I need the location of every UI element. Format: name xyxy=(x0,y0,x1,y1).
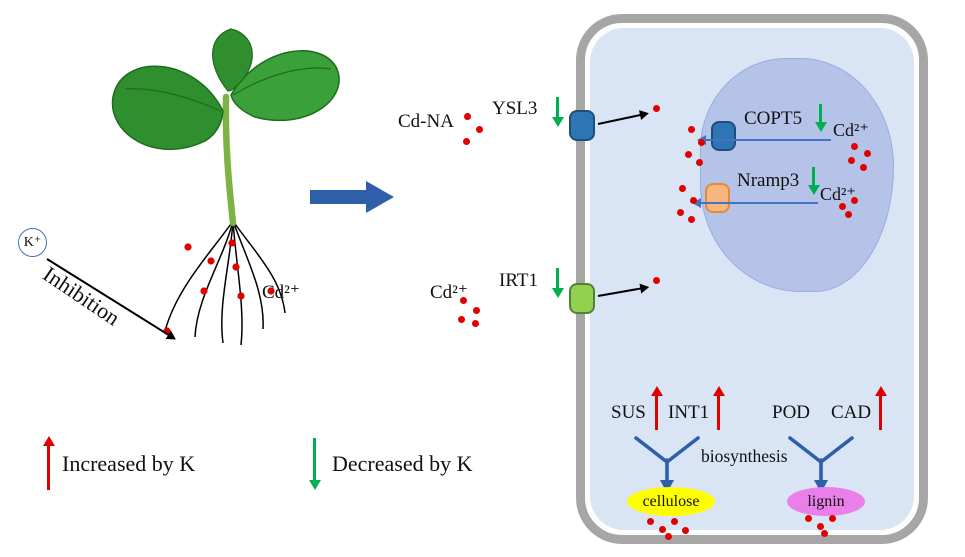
irt1-label: IRT1 xyxy=(499,270,538,291)
irt1-transporter xyxy=(569,283,595,314)
irt1-decrease-arrow-icon xyxy=(551,268,564,298)
legend-increased-label: Increased by K xyxy=(62,451,196,476)
nramp3-transporter xyxy=(705,183,730,213)
cd-ion-root-label: Cd²⁺ xyxy=(262,282,300,303)
biosynthesis-label: biosynthesis xyxy=(701,446,788,466)
cd-ion-dot xyxy=(696,159,703,166)
legend-decreased-arrow-icon xyxy=(308,438,321,490)
cd-ion-dot xyxy=(821,530,828,537)
int1-increase-arrow-icon xyxy=(712,386,725,430)
cd-ion-dot xyxy=(685,151,692,158)
leaf-top xyxy=(212,28,253,92)
cd-ion-dot xyxy=(860,164,867,171)
plant-illustration xyxy=(111,28,340,346)
cd-ion-dot xyxy=(458,316,465,323)
cd-ion-dot xyxy=(460,297,467,304)
lignin-badge: lignin xyxy=(787,487,865,516)
nramp3-decrease-arrow-icon xyxy=(807,167,820,195)
cd-ion-dot xyxy=(829,515,836,522)
cellulose-badge: cellulose xyxy=(627,487,715,516)
cellulose-branch-arrow xyxy=(634,436,700,493)
ysl3-decrease-arrow-icon xyxy=(551,97,564,127)
sus-increase-arrow-icon xyxy=(650,386,663,430)
cd-ion-dot xyxy=(690,197,697,204)
copt5-cd-label: Cd²⁺ xyxy=(833,120,869,140)
copt5-label: COPT5 xyxy=(744,108,803,129)
cd-ion-dot xyxy=(848,157,855,164)
cd-ion-dot xyxy=(463,138,470,145)
cad-label: CAD xyxy=(831,402,872,423)
cd-ion-dot xyxy=(677,209,684,216)
leaf-left xyxy=(111,65,224,151)
cd-ion-dot xyxy=(851,197,858,204)
cad-increase-arrow-icon xyxy=(874,386,887,430)
cd-ion-dot xyxy=(476,126,483,133)
ysl3-transporter xyxy=(569,110,595,141)
nramp3-efflux-arrow xyxy=(692,197,818,209)
legend-increased-arrow-icon xyxy=(42,436,55,490)
leaf-vein-left xyxy=(124,88,222,112)
plant-roots xyxy=(164,220,286,346)
irt1-cd-label: Cd²⁺ xyxy=(430,282,468,303)
plant-stem xyxy=(222,93,237,227)
cd-ion-dots-roots xyxy=(163,239,275,335)
sus-label: SUS xyxy=(611,402,646,423)
cd-ion-dot xyxy=(688,216,695,223)
cd-ion-dot xyxy=(671,518,678,525)
cd-ion-dot xyxy=(464,113,471,120)
legend-decreased-label: Decreased by K xyxy=(332,451,473,476)
cd-ion-dot xyxy=(688,126,695,133)
cd-ion-dot xyxy=(653,105,660,112)
k-ion-badge: K⁺ xyxy=(18,228,47,257)
cd-ion-dot xyxy=(659,526,666,533)
int1-label: INT1 xyxy=(668,402,710,423)
cd-ion-dot xyxy=(864,150,871,157)
nramp3-label: Nramp3 xyxy=(737,170,800,191)
flow-arrow xyxy=(310,181,394,213)
cd-ion-dot xyxy=(805,515,812,522)
cd-ion-dot xyxy=(817,523,824,530)
cd-ion-dot xyxy=(472,320,479,327)
leaf-vein-right xyxy=(232,67,332,96)
copt5-efflux-arrow xyxy=(697,134,831,146)
cd-ion-dot xyxy=(845,211,852,218)
nramp3-cd-label: Cd²⁺ xyxy=(820,184,856,204)
lignin-label: lignin xyxy=(807,492,845,510)
ysl3-label: YSL3 xyxy=(492,98,538,119)
cellulose-label: cellulose xyxy=(642,492,700,510)
cd-ion-dot xyxy=(839,203,846,210)
cd-ion-dot xyxy=(653,277,660,284)
pod-label: POD xyxy=(772,402,811,423)
cd-ion-dot xyxy=(665,533,672,540)
copt5-decrease-arrow-icon xyxy=(814,104,827,132)
copt5-transporter xyxy=(711,121,736,151)
cd-ion-dot xyxy=(851,143,858,150)
cd-ion-dot xyxy=(698,139,705,146)
vacuole xyxy=(700,58,894,292)
cd-ion-dot xyxy=(679,185,686,192)
cd-ion-dot xyxy=(647,518,654,525)
lignin-branch-arrow xyxy=(788,436,854,493)
cd-ion-dot xyxy=(473,307,480,314)
cd-na-label: Cd-NA xyxy=(398,111,454,132)
cd-ion-dot xyxy=(682,527,689,534)
k-ion-label: K⁺ xyxy=(23,235,42,250)
